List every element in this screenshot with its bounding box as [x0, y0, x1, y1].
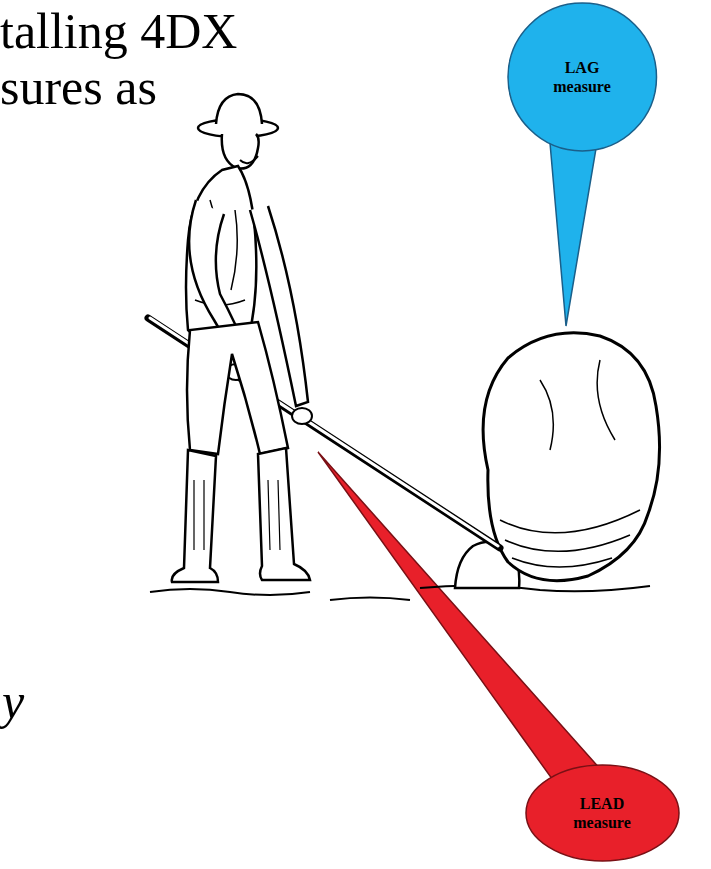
boulder-shading — [500, 360, 640, 567]
boot-shading — [194, 480, 280, 550]
boulder — [483, 333, 659, 581]
callout-text: LAG measure — [537, 58, 627, 96]
slide-text: y — [2, 676, 24, 726]
man-head — [222, 134, 259, 169]
man-hand — [292, 408, 312, 424]
callout-ellipse — [525, 764, 680, 862]
callout-shape — [526, 765, 679, 861]
hat-crown — [216, 94, 262, 124]
callout-shape — [508, 3, 657, 151]
lead-callout: LEAD measure — [525, 764, 680, 862]
man-boot — [172, 450, 218, 582]
man-beard — [240, 156, 258, 163]
slide-text: talling 4DX — [0, 6, 237, 56]
man-legs — [187, 322, 288, 454]
callout-ellipse — [507, 2, 658, 152]
slide-text: sures as — [0, 62, 157, 112]
man-boot — [258, 448, 310, 580]
callout-text: LEAD measure — [557, 794, 647, 832]
ground-line — [150, 585, 650, 600]
lag-callout: LAG measure — [507, 2, 658, 152]
